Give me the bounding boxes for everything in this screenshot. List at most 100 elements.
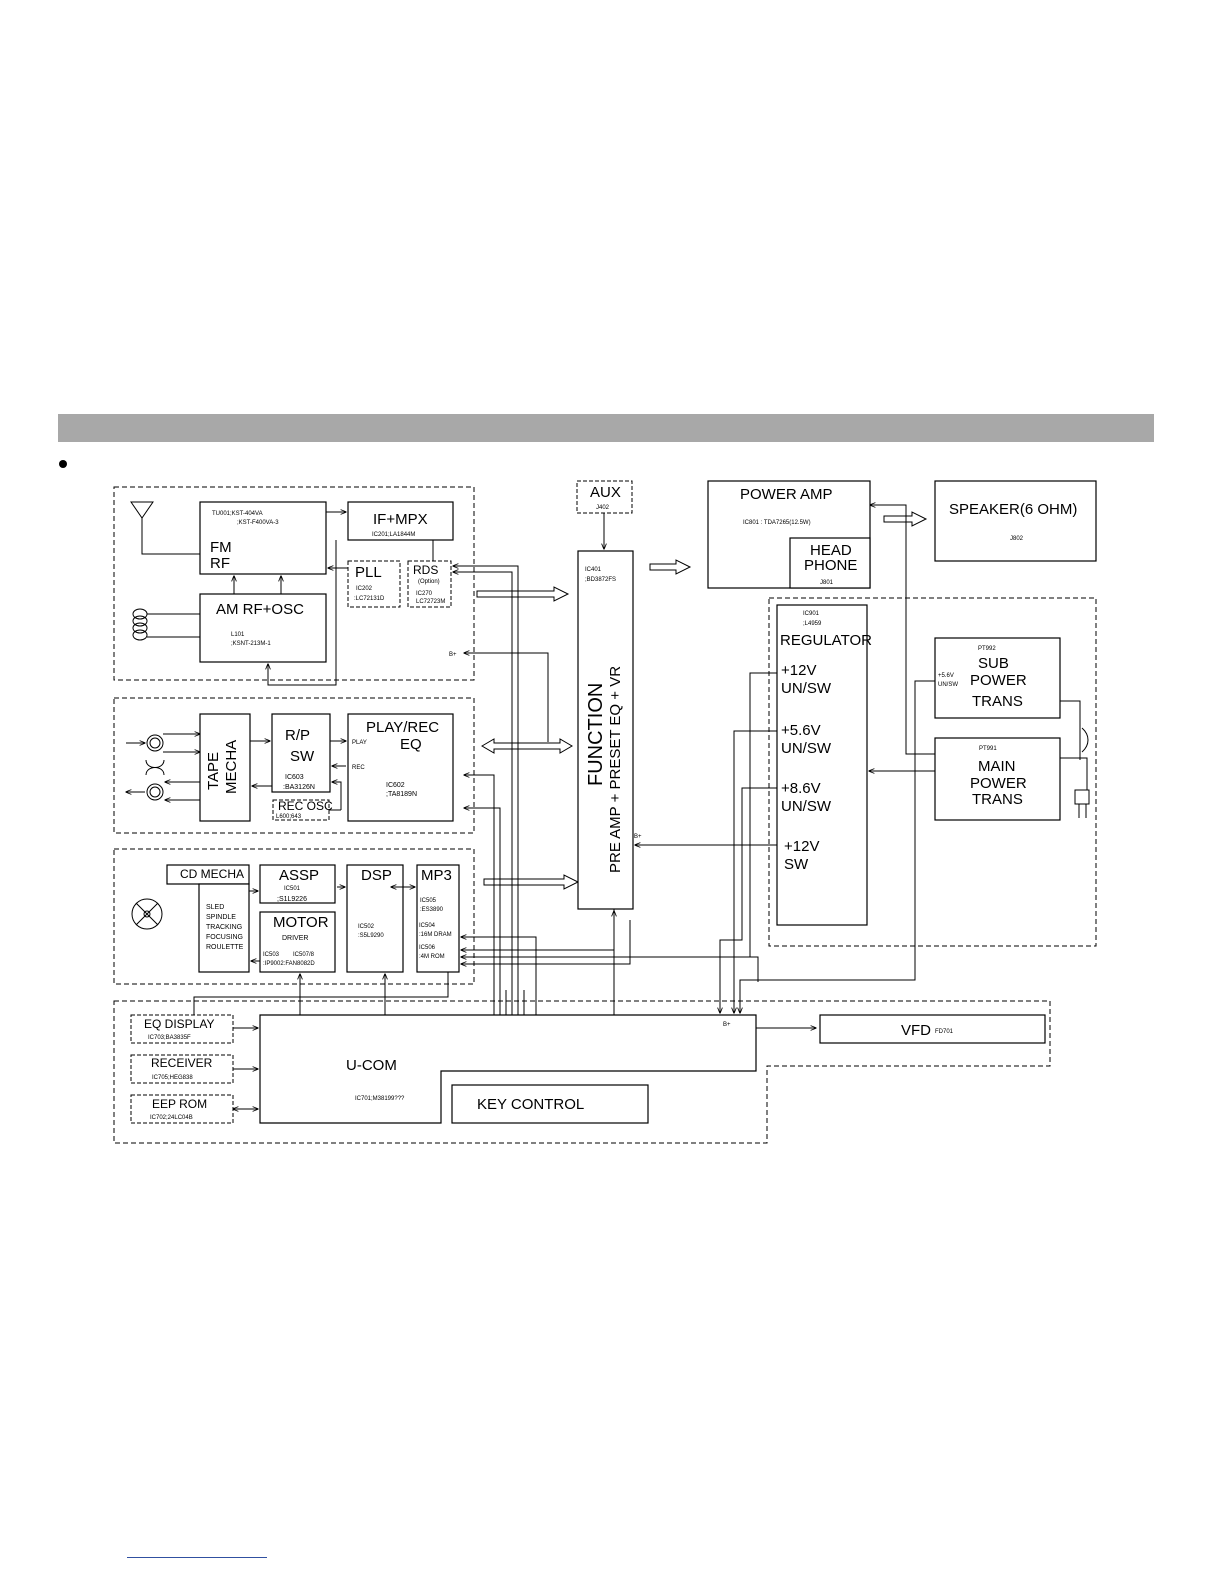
cd-mecha-block: [198, 883, 250, 973]
pll-block: [347, 560, 401, 608]
speaker-jack: J802: [1010, 536, 1024, 542]
pll-label: PLL: [355, 564, 382, 581]
rail-12v-unsw-tag: UN/SW: [781, 680, 832, 697]
eq-display-label: EQ DISPLAY: [144, 1017, 214, 1031]
rds-ic-1: IC270: [416, 591, 433, 597]
fm-antenna-icon: [130, 501, 200, 555]
rail-12v-sw: +12V: [784, 838, 819, 855]
headphone-label-2: PHONE: [804, 557, 857, 574]
main-trans-pt: PT991: [979, 746, 997, 752]
eq-display-block: [130, 1014, 234, 1044]
cd-disc-icon: [131, 898, 163, 930]
mp3-label: MP3: [421, 867, 452, 884]
rds-block: [407, 560, 452, 608]
if-mpx-label: IF+MPX: [373, 511, 428, 528]
fm-label: FM: [210, 539, 232, 556]
eq-ic-2: ;TA8189N: [386, 791, 417, 798]
eq-label: EQ: [400, 736, 422, 753]
power-supply-group: [768, 597, 1097, 947]
control-group: [113, 1000, 1051, 1144]
rp-ic-1: IC603: [285, 774, 304, 781]
tape-wiring: [250, 738, 573, 1015]
mp3-ic-3: IC504: [419, 923, 436, 929]
main-trans-label-1: MAIN: [978, 758, 1016, 775]
section-header-bar: [58, 414, 1154, 442]
rds-option: (Option): [418, 579, 440, 585]
motor-label: MOTOR: [273, 914, 329, 931]
rp-ic-2: :BA3126N: [283, 784, 315, 791]
tape-label: TAPE: [205, 752, 222, 790]
main-trans-label-3: TRANS: [972, 791, 1023, 808]
servo-focusing: FOCUSING: [206, 934, 243, 941]
assp-block: [259, 864, 336, 904]
rds-ic-2: LC72723M: [416, 599, 445, 605]
rds-label: RDS: [413, 563, 438, 577]
key-control-block: [451, 1084, 649, 1124]
mp3-ic-2: :ES3890: [420, 907, 444, 913]
headphone-label-1: HEAD: [810, 542, 852, 559]
regulator-label: REGULATOR: [780, 632, 872, 649]
mecha-label: MECHA: [223, 740, 240, 794]
sub-power-trans-block: [934, 637, 1061, 719]
headphone-block: [789, 537, 871, 589]
aux-label: AUX: [590, 484, 621, 501]
receiver-label: RECEIVER: [151, 1056, 213, 1070]
power-amp-block: [707, 480, 871, 589]
pll-ic-2: :LC72131D: [354, 596, 385, 602]
motor-ic-3: :IP9002:FAN8082D: [263, 961, 315, 967]
regulator-block: [776, 604, 868, 926]
eeprom-label: EEP ROM: [152, 1097, 207, 1111]
servo-sled: SLED: [206, 904, 224, 911]
tape-mecha-block: [199, 713, 251, 822]
ucom-block: [259, 1014, 757, 1124]
mp3-ic-5: IC506: [419, 945, 436, 951]
rail-12v-sw-tag: SW: [784, 856, 809, 873]
sub-trans-label-2: POWER: [970, 672, 1027, 689]
eeprom-block: [130, 1094, 234, 1124]
dsp-label: DSP: [361, 867, 392, 884]
speaker-label: SPEAKER(6 OHM): [949, 501, 1077, 518]
function-bplus: B+: [634, 834, 642, 840]
ucom-label: U-COM: [346, 1057, 397, 1074]
mp3-ic-4: :16M DRAM: [419, 932, 452, 938]
aux-jack: J402: [596, 505, 610, 511]
sub-trans-tap-1: +5.6V: [938, 673, 954, 679]
sub-trans-tap-2: UN/SW: [938, 682, 958, 688]
tuner-bplus: B+: [449, 652, 457, 658]
am-coil-model: ;KSNT-213M-1: [231, 641, 271, 647]
sub-trans-label-1: SUB: [978, 655, 1009, 672]
rail-8v6-tag: UN/SW: [781, 798, 832, 815]
function-block: [577, 550, 634, 910]
ac-plug-icon: [1060, 700, 1090, 818]
servo-spindle: SPINDLE: [206, 914, 236, 921]
tuner-wiring: [234, 512, 570, 1015]
assp-label: ASSP: [279, 867, 319, 884]
amp-to-speaker-arrow: [883, 511, 928, 527]
motor-ic-2: IC507/8: [293, 952, 315, 958]
regulator-ic-2: ;L4959: [803, 621, 822, 627]
sw-label: SW: [290, 748, 315, 765]
sub-trans-pt: PT992: [978, 646, 996, 652]
driver-label: DRIVER: [282, 935, 308, 942]
rp-sw-block: [271, 713, 331, 793]
function-to-amp-arrow: [649, 559, 692, 575]
receiver-ic: IC705;HEG838: [152, 1075, 193, 1081]
power-amp-ic: IC801 : TDA7265(12.5W): [743, 520, 811, 526]
tape-head-icon: [126, 734, 200, 800]
tu-model-2: ;KST-F400VA-3: [237, 520, 279, 526]
am-rf-osc-label: AM RF+OSC: [216, 601, 304, 618]
servo-tracking: TRACKING: [206, 924, 242, 931]
main-power-trans-block: [934, 737, 1061, 821]
ucom-ic: IC701;M38199???: [355, 1096, 405, 1102]
function-ic-1: IC401: [585, 567, 602, 573]
play-label: PLAY: [352, 740, 367, 746]
regulator-ic-1: IC901: [803, 611, 820, 617]
rail-12v-unsw: +12V: [781, 662, 816, 679]
rec-label: REC: [352, 765, 365, 771]
function-title: FUNCTION: [585, 683, 607, 786]
bullet-point: [59, 460, 67, 468]
power-amp-label: POWER AMP: [740, 486, 833, 503]
receiver-block: [130, 1054, 234, 1084]
vfd-label: VFD: [901, 1022, 931, 1039]
